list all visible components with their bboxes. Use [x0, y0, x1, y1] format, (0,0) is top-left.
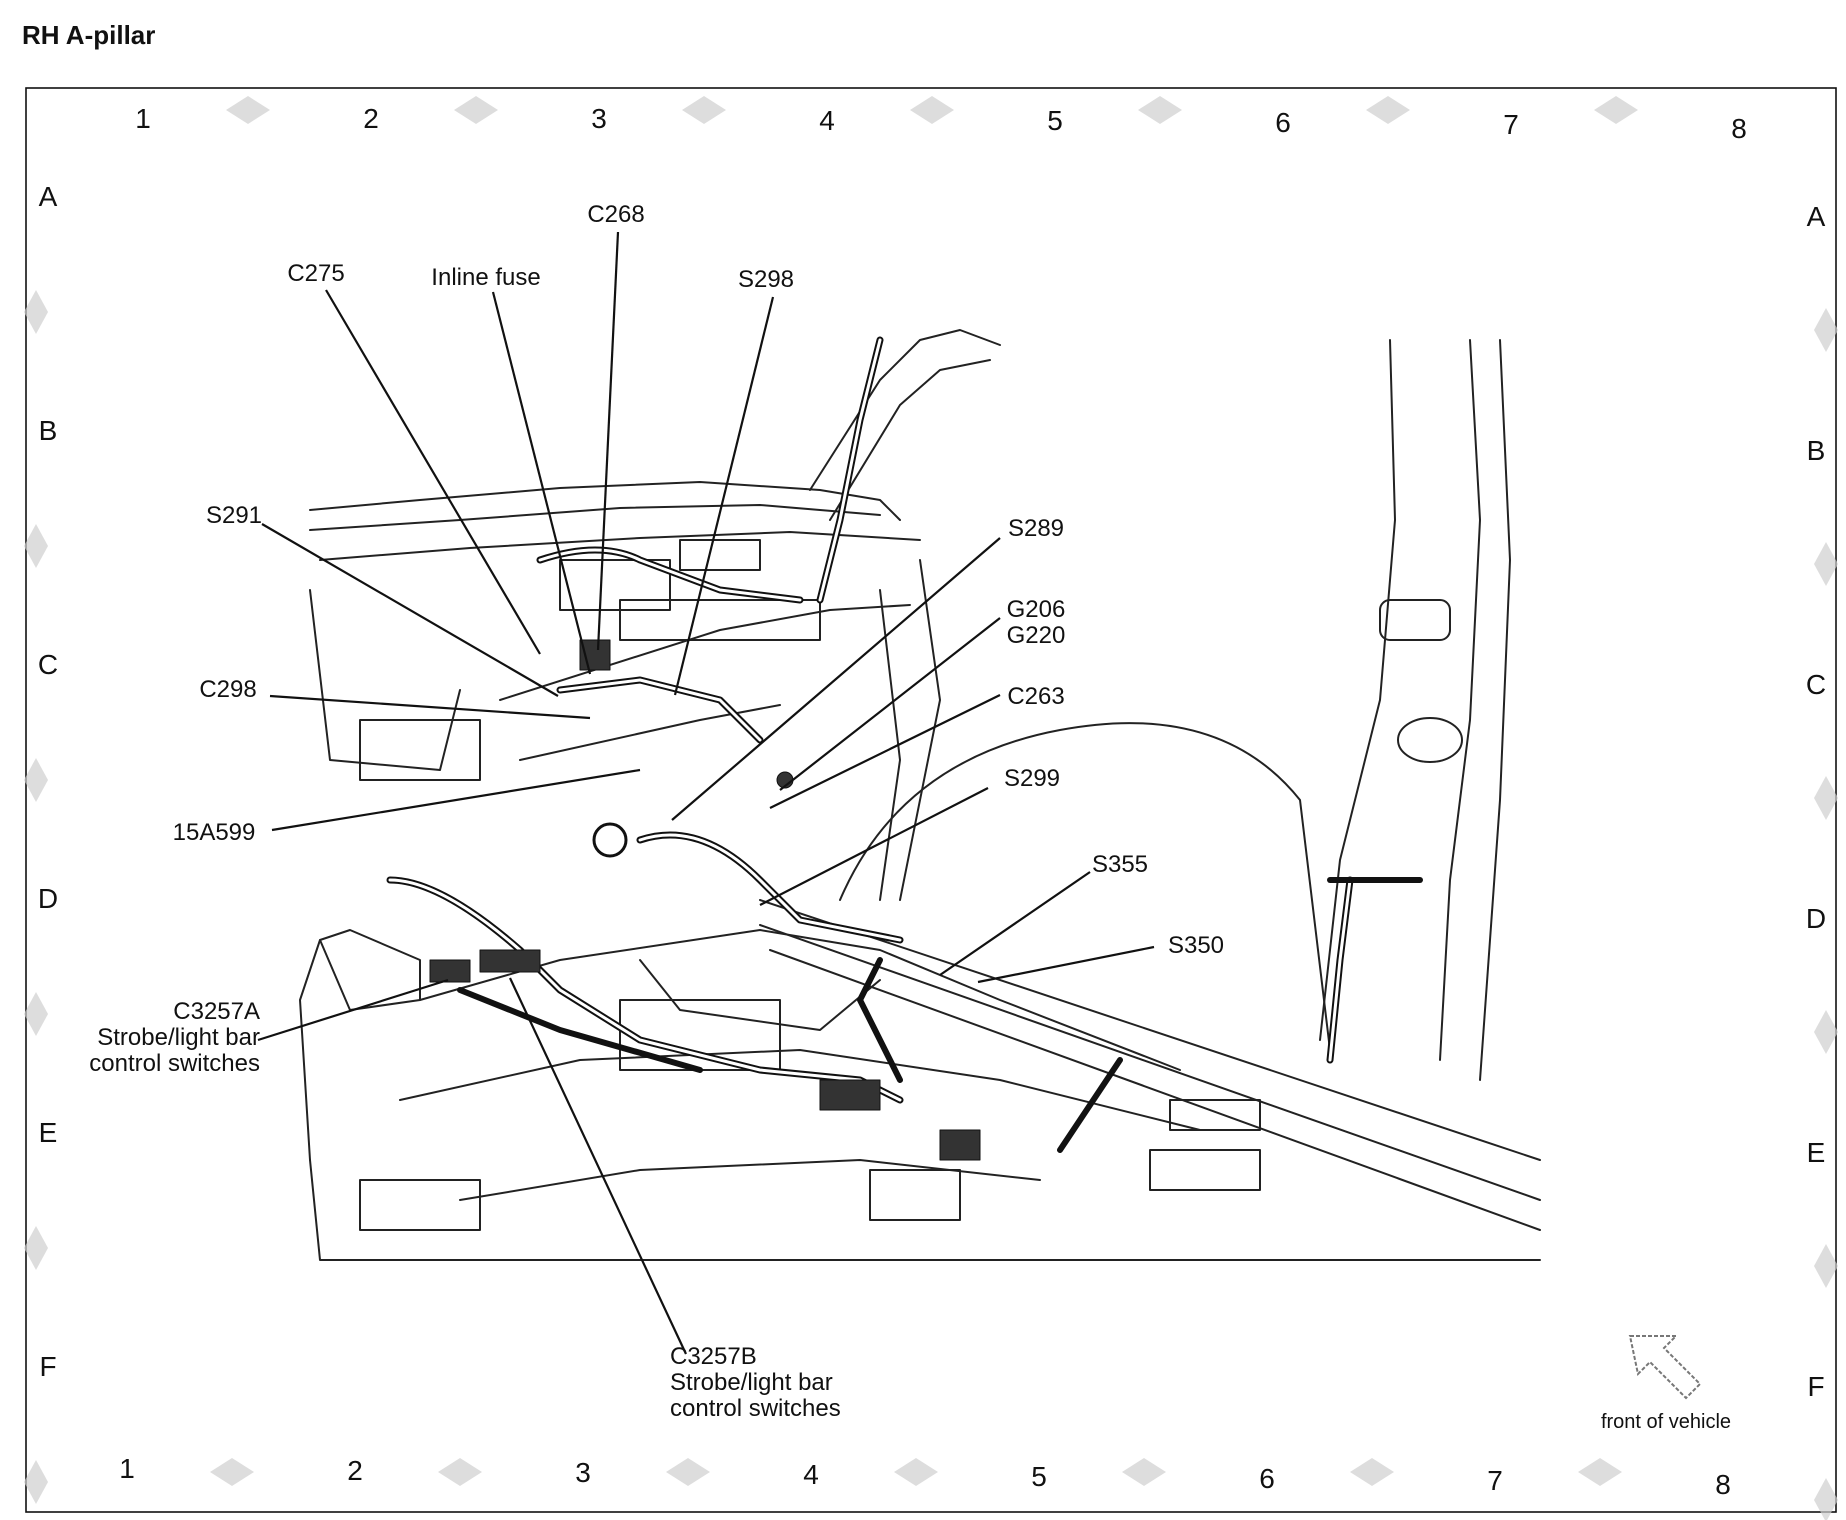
grid-row-label-left: D — [38, 883, 58, 914]
grid-column-label-bottom: 3 — [575, 1457, 591, 1488]
grid-column-label-top: 5 — [1047, 105, 1063, 136]
grid-divider-mark — [910, 96, 954, 124]
grid-row-label-right: A — [1807, 201, 1826, 232]
diagram-frame — [25, 87, 1837, 1513]
callout-c3257b-desc1: Strobe/light bar — [670, 1369, 833, 1396]
grid-column-label-bottom: 2 — [347, 1455, 363, 1486]
callout-labels: C268 C275 Inline fuse S298 S291 S289 G20… — [89, 201, 1224, 1422]
callout-c3257a-desc2: control switches — [89, 1050, 260, 1077]
grid-column-label-top: 7 — [1503, 109, 1519, 140]
callout-c3257a-id: C3257A — [173, 998, 260, 1025]
callout-c298: C298 — [199, 676, 256, 703]
grid-divider-mark — [682, 96, 726, 124]
callout-c275: C275 — [287, 260, 344, 287]
callout-s355: S355 — [1092, 851, 1148, 878]
grid-column-label-bottom: 5 — [1031, 1461, 1047, 1492]
grid-divider-mark — [1594, 96, 1638, 124]
grid-column-label-bottom: 6 — [1259, 1463, 1275, 1494]
grid-divider-mark — [1814, 542, 1838, 586]
vehicle-interior-illustration — [299, 329, 1541, 1261]
grid-divider-mark — [24, 1226, 48, 1270]
callout-c263: C263 — [1007, 683, 1064, 710]
callout-s350: S350 — [1168, 932, 1224, 959]
grid-row-label-right: F — [1807, 1371, 1824, 1402]
grid-column-label-bottom: 7 — [1487, 1465, 1503, 1496]
grid-divider-mark — [24, 992, 48, 1036]
grid-divider-mark — [1814, 1244, 1838, 1288]
grid-column-label-top: 8 — [1731, 113, 1747, 144]
grid-divider-mark — [226, 96, 270, 124]
grid-divider-mark — [1122, 1458, 1166, 1486]
grid-divider-mark — [438, 1458, 482, 1486]
wiring-harness — [386, 336, 1423, 1161]
grid-column-label-top: 4 — [819, 105, 835, 136]
callout-c3257b-id: C3257B — [670, 1343, 757, 1370]
callout-c3257b-desc2: control switches — [670, 1395, 841, 1422]
grid-divider-mark — [454, 96, 498, 124]
grid-column-label-bottom: 8 — [1715, 1469, 1731, 1500]
grid-divider-mark — [1814, 1010, 1838, 1054]
grid-divider-mark — [1814, 1478, 1838, 1520]
grid-column-label-top: 2 — [363, 103, 379, 134]
callout-s299: S299 — [1004, 765, 1060, 792]
grid-row-label-left: C — [38, 649, 58, 680]
grid-divider-mark — [24, 524, 48, 568]
callout-15a599: 15A599 — [173, 819, 256, 846]
page-title: RH A-pillar — [22, 20, 156, 50]
grid-divider-mark — [24, 1460, 48, 1504]
callout-s289: S289 — [1008, 515, 1064, 542]
grid-divider-mark — [24, 758, 48, 802]
front-of-vehicle-label: front of vehicle — [1601, 1411, 1731, 1433]
callout-c3257a-desc1: Strobe/light bar — [97, 1024, 260, 1051]
grid-column-label-top: 1 — [135, 103, 151, 134]
grid-divider-marks — [24, 96, 1838, 1520]
grid-divider-mark — [1578, 1458, 1622, 1486]
grid-row-label-right: B — [1807, 435, 1826, 466]
grid-divider-mark — [210, 1458, 254, 1486]
grid-divider-mark — [1366, 96, 1410, 124]
grid-divider-mark — [1138, 96, 1182, 124]
callout-g220: G220 — [1007, 622, 1066, 649]
grid-column-label-bottom: 4 — [803, 1459, 819, 1490]
grid-column-label-top: 3 — [591, 103, 607, 134]
grid-row-label-left: A — [39, 181, 58, 212]
callout-s298: S298 — [738, 266, 794, 293]
orientation-indicator: front of vehicle — [1601, 1335, 1731, 1433]
grid-divider-mark — [1814, 776, 1838, 820]
grid-column-label-bottom: 1 — [119, 1453, 135, 1484]
arrow-up-left-icon — [1628, 1335, 1702, 1400]
callout-s291: S291 — [206, 502, 262, 529]
callout-inline-fuse: Inline fuse — [431, 264, 540, 291]
grid-column-label-top: 6 — [1275, 107, 1291, 138]
grid-divider-mark — [1350, 1458, 1394, 1486]
grid-row-label-left: F — [39, 1351, 56, 1382]
grid-divider-mark — [666, 1458, 710, 1486]
grid-row-label-right: D — [1806, 903, 1826, 934]
leader-lines — [257, 231, 1155, 1355]
grid-divider-mark — [1814, 308, 1838, 352]
grid-row-label-right: E — [1807, 1137, 1826, 1168]
callout-g206: G206 — [1007, 596, 1066, 623]
grid-row-label-right: C — [1806, 669, 1826, 700]
grid-divider-mark — [894, 1458, 938, 1486]
grid-divider-mark — [24, 290, 48, 334]
grid-row-label-left: B — [39, 415, 58, 446]
callout-c268: C268 — [587, 201, 644, 228]
grid-row-label-left: E — [39, 1117, 58, 1148]
